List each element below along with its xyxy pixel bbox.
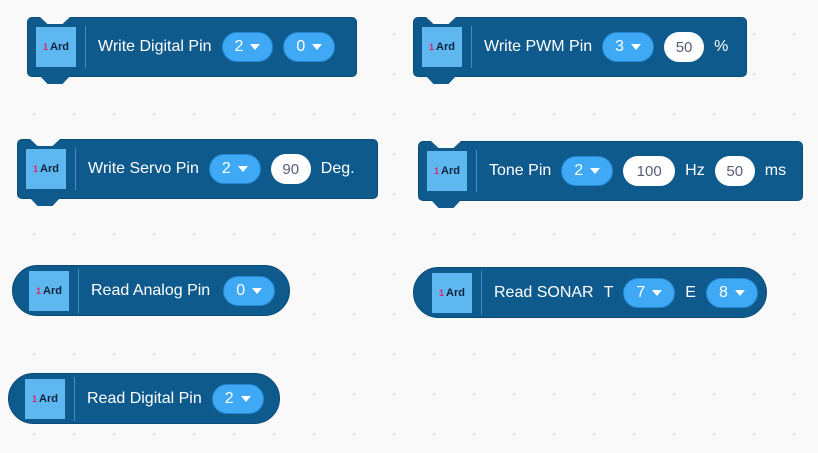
block-separator	[476, 150, 477, 192]
pin-dropdown[interactable]: 2	[208, 154, 261, 184]
block-label: Tone Pin	[489, 162, 552, 179]
pin-dropdown[interactable]: 3	[602, 32, 655, 62]
tone-pin-block[interactable]: 1 Ard Tone Pin 2 100 Hz 50 ms	[418, 141, 803, 201]
read-analog-pin-block[interactable]: 1 Ard Read Analog Pin 0	[12, 265, 290, 316]
caret-down-icon	[237, 166, 248, 172]
trigger-pin-dropdown[interactable]: 7	[623, 277, 676, 308]
trigger-label: T	[603, 283, 614, 301]
block-separator	[85, 26, 86, 68]
pin-dropdown[interactable]: 2	[211, 383, 264, 414]
block-separator	[74, 376, 75, 421]
block-label: Write Servo Pin	[88, 160, 199, 177]
value-dropdown[interactable]: 0	[283, 32, 336, 62]
pin-dropdown[interactable]: 2	[221, 32, 274, 62]
caret-down-icon	[252, 287, 263, 294]
caret-down-icon	[652, 289, 663, 296]
block-separator	[471, 26, 472, 68]
percent-unit-label: %	[714, 38, 729, 55]
caret-down-icon	[631, 44, 642, 50]
arduino-icon: 1 Ard	[26, 149, 66, 189]
pin-dropdown[interactable]: 2	[561, 156, 614, 186]
block-separator	[75, 148, 76, 190]
arduino-icon: 1 Ard	[36, 27, 76, 67]
caret-down-icon	[240, 395, 251, 402]
write-digital-pin-block[interactable]: 1 Ard Write Digital Pin 2 0	[27, 17, 357, 77]
read-digital-pin-block[interactable]: 1 Ard Read Digital Pin 2	[8, 373, 280, 424]
read-sonar-block[interactable]: 1 Ard Read SONAR T 7 E 8	[413, 267, 767, 318]
caret-down-icon	[590, 168, 601, 174]
echo-pin-dropdown[interactable]: 8	[705, 277, 758, 308]
block-label: Read SONAR	[494, 283, 594, 301]
pwm-value-input[interactable]: 50	[664, 32, 705, 62]
caret-down-icon	[734, 289, 745, 296]
block-separator	[78, 268, 79, 313]
write-pwm-pin-block[interactable]: 1 Ard Write PWM Pin 3 50 %	[413, 17, 747, 77]
servo-angle-input[interactable]: 90	[270, 154, 311, 184]
arduino-icon: 1 Ard	[29, 270, 69, 311]
arduino-icon: 1 Ard	[427, 151, 467, 191]
hz-unit-label: Hz	[685, 162, 705, 179]
frequency-input[interactable]: 100	[623, 156, 676, 186]
degree-unit-label: Deg.	[320, 160, 355, 177]
caret-down-icon	[250, 44, 261, 50]
block-label: Read Digital Pin	[87, 389, 202, 407]
write-servo-pin-block[interactable]: 1 Ard Write Servo Pin 2 90 Deg.	[17, 139, 378, 199]
block-label: Read Analog Pin	[91, 281, 211, 299]
echo-label: E	[685, 283, 696, 301]
block-separator	[481, 270, 482, 315]
ms-unit-label: ms	[764, 162, 787, 179]
arduino-icon: 1 Ard	[25, 378, 65, 419]
arduino-icon: 1 Ard	[432, 272, 472, 313]
pin-dropdown[interactable]: 0	[223, 275, 276, 306]
duration-input[interactable]: 50	[714, 156, 755, 186]
block-label: Write PWM Pin	[484, 38, 593, 55]
arduino-icon: 1 Ard	[422, 27, 462, 67]
caret-down-icon	[312, 44, 323, 50]
block-label: Write Digital Pin	[98, 38, 212, 55]
